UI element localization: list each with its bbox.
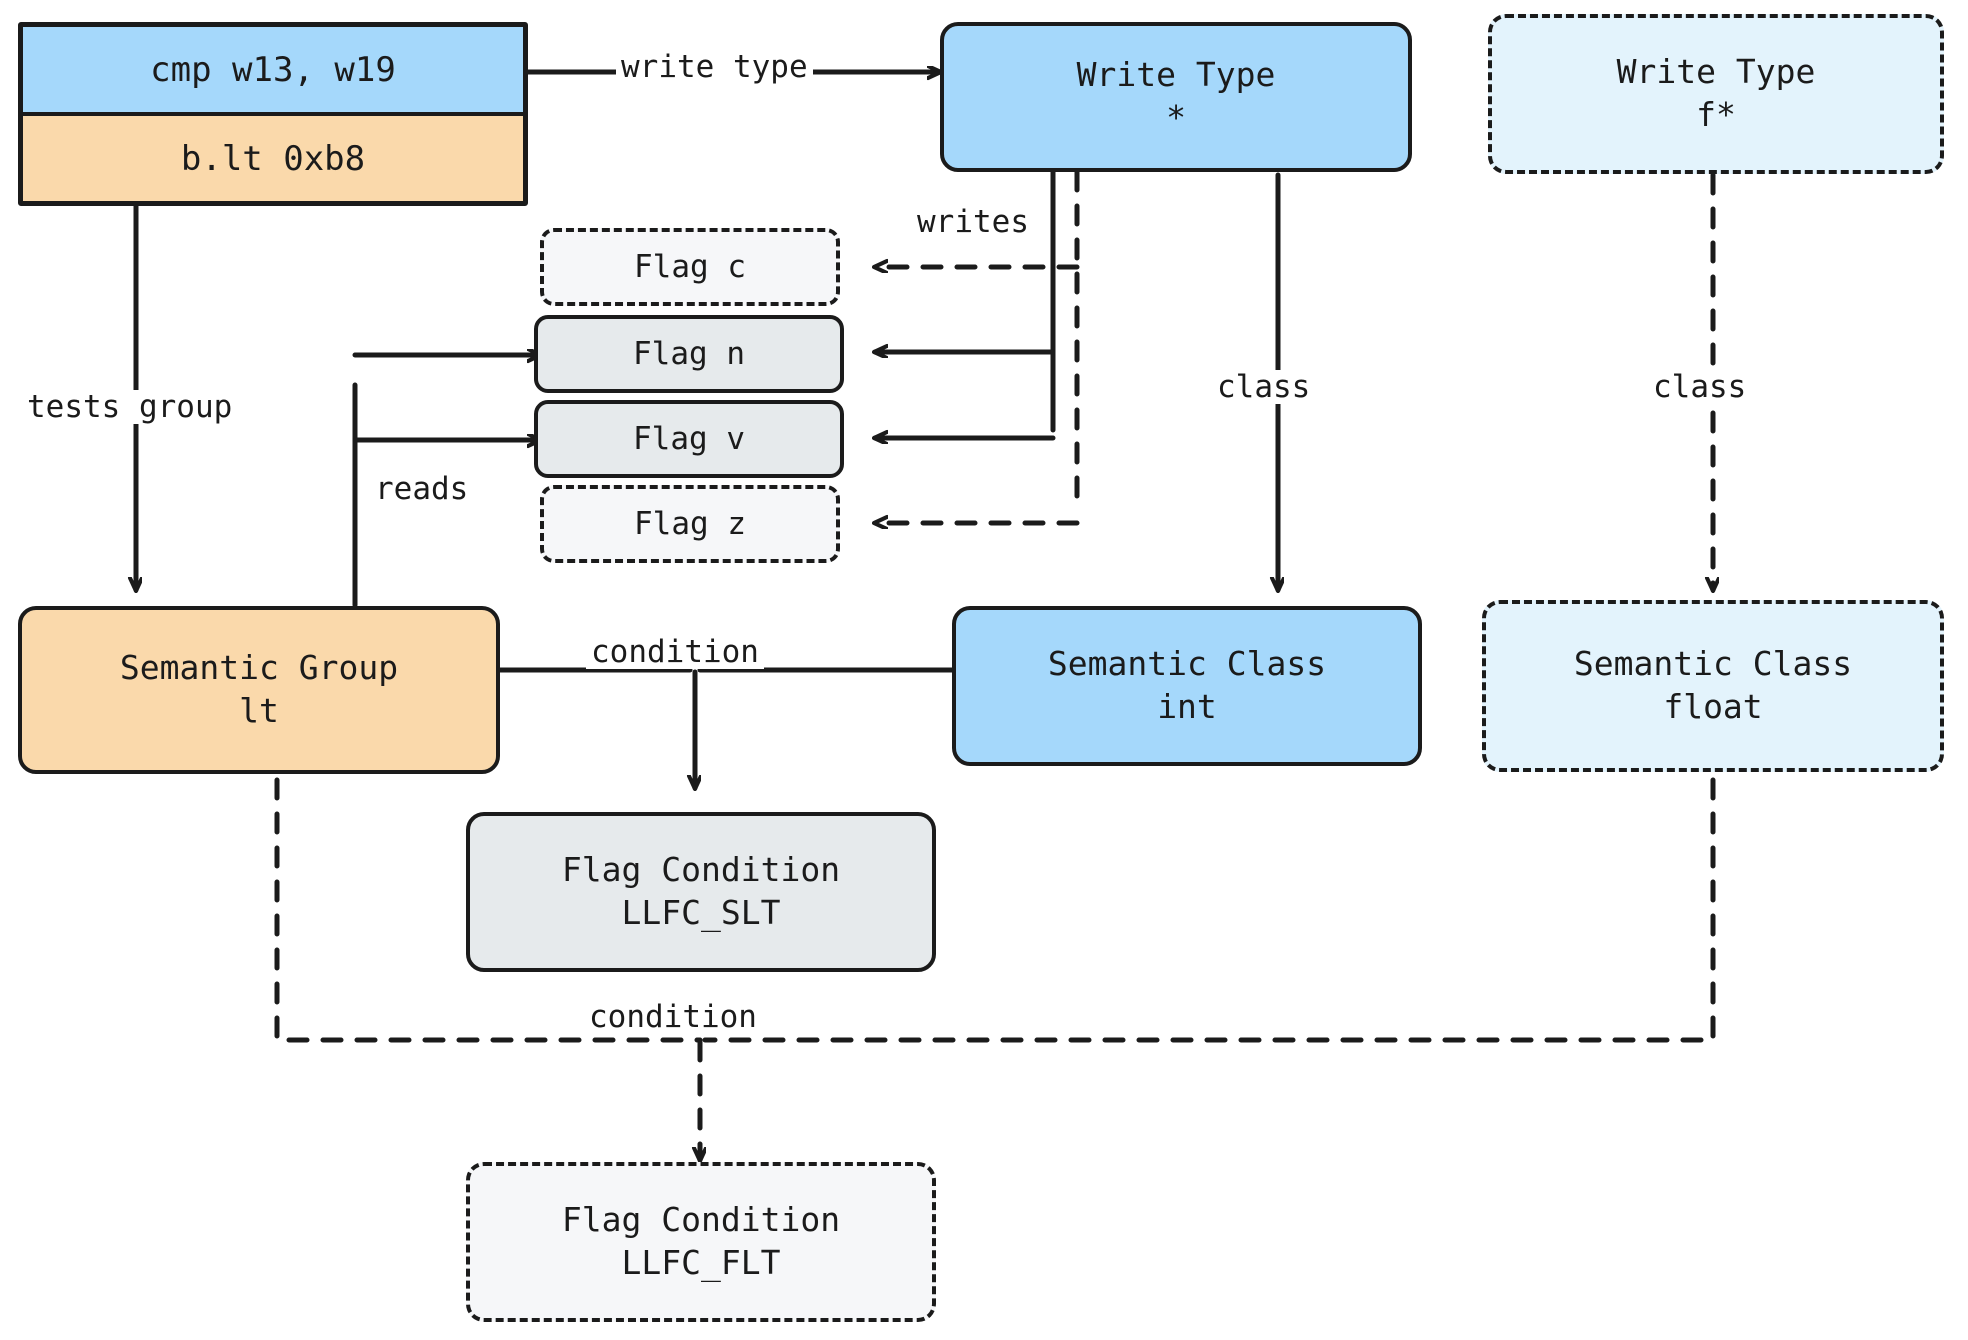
node-flag-condition-flt-title: Flag Condition [561,1200,841,1240]
edge-label-writes: writes [912,205,1034,239]
edge-label-tests-group: tests group [22,390,238,424]
flag-z[interactable]: Flag z [540,485,840,563]
edge-label-class-float: class [1648,370,1752,404]
node-semantic-class-float[interactable]: Semantic Class float [1482,600,1944,772]
node-write-type-float-title: Write Type [1616,52,1816,92]
flag-v[interactable]: Flag v [534,400,844,478]
node-semantic-class-int-title: Semantic Class [1047,644,1327,684]
flag-c-label: Flag c [634,248,746,285]
node-semantic-class-int-value: int [1157,687,1217,726]
node-write-type-float-value: f* [1696,95,1736,134]
node-write-type-int-title: Write Type [1076,55,1276,95]
node-semantic-group-value: lt [239,691,279,730]
flag-n[interactable]: Flag n [534,315,844,393]
edge-label-class-int: class [1212,370,1316,404]
node-flag-condition-flt[interactable]: Flag Condition LLFC_FLT [466,1162,936,1322]
node-write-type-int-value: * [1166,98,1186,137]
node-flag-condition-flt-value: LLFC_FLT [621,1243,781,1282]
flag-c[interactable]: Flag c [540,228,840,306]
node-write-type-int[interactable]: Write Type * [940,22,1412,172]
node-flag-condition-slt-value: LLFC_SLT [621,893,781,932]
edge-label-condition-int: condition [586,635,764,669]
instruction-node[interactable]: cmp w13, w19 b.lt 0xb8 [18,22,528,206]
node-write-type-float[interactable]: Write Type f* [1488,14,1944,174]
flag-v-label: Flag v [633,420,745,457]
instruction-line-2: b.lt 0xb8 [23,116,523,201]
node-semantic-group[interactable]: Semantic Group lt [18,606,500,774]
node-semantic-class-float-value: float [1663,687,1763,726]
node-semantic-group-title: Semantic Group [119,648,399,688]
flag-z-label: Flag z [634,505,746,542]
flag-n-label: Flag n [633,335,745,372]
instruction-line-1: cmp w13, w19 [23,27,523,116]
edge-label-condition-float: condition [584,1000,762,1034]
node-flag-condition-slt[interactable]: Flag Condition LLFC_SLT [466,812,936,972]
edge-label-write-type: write type [616,50,813,84]
node-semantic-class-float-title: Semantic Class [1573,644,1853,684]
edge-label-reads: reads [370,472,474,506]
node-flag-condition-slt-title: Flag Condition [561,850,841,890]
node-semantic-class-int[interactable]: Semantic Class int [952,606,1422,766]
